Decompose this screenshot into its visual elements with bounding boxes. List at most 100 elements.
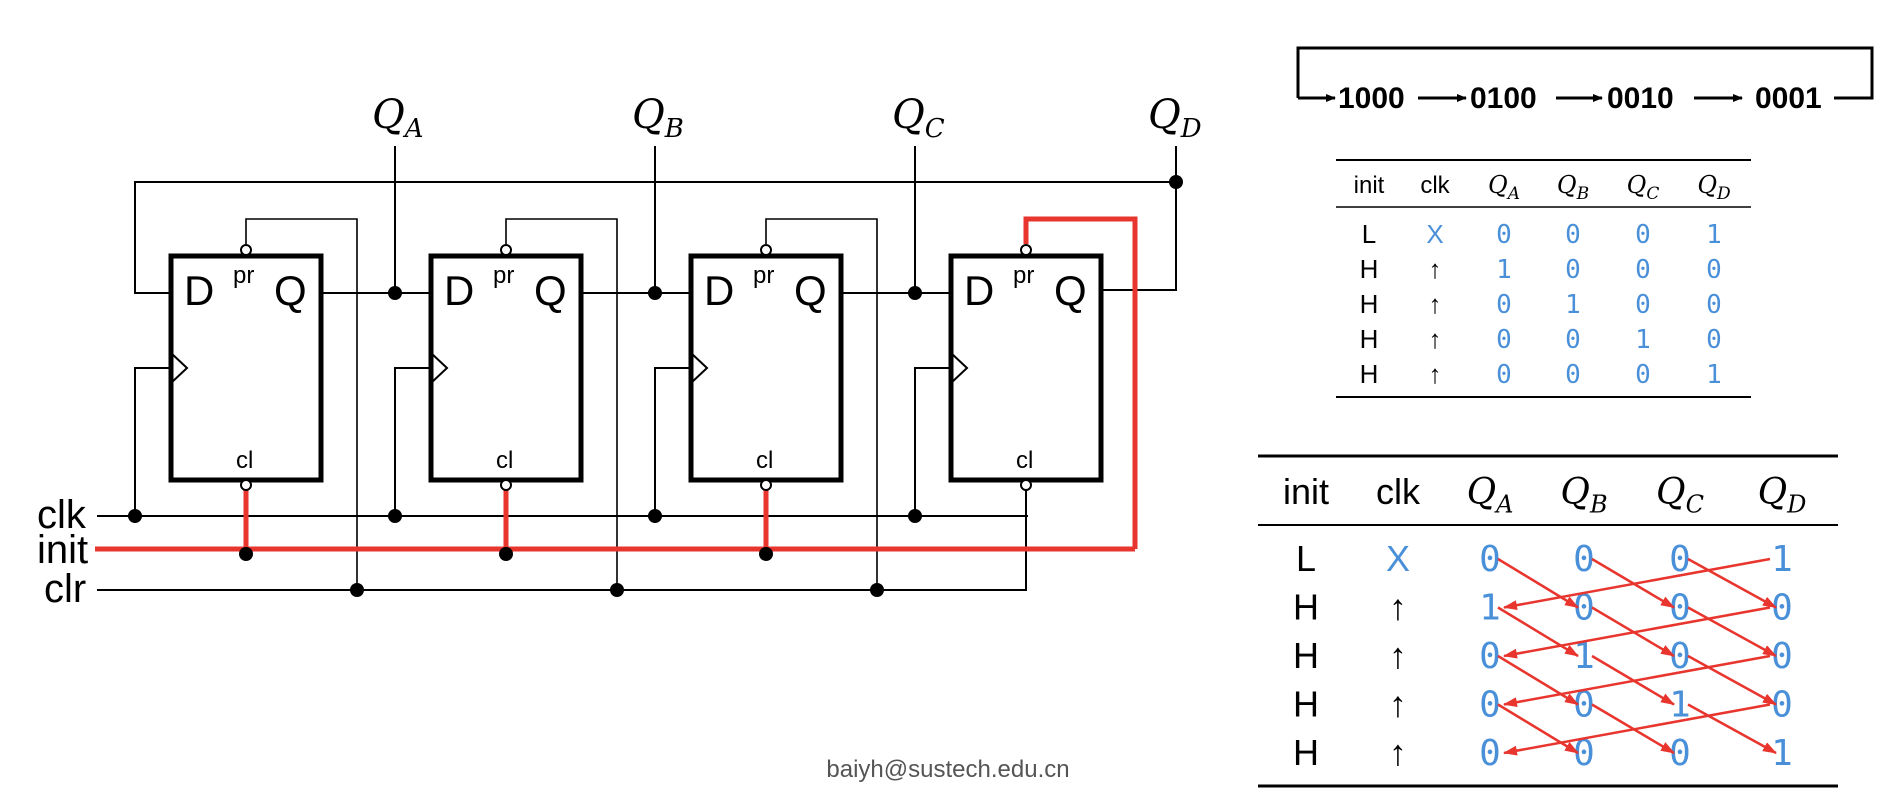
small-table-cell: 1 [1496,255,1512,285]
table-header-qd: QD [1697,171,1731,204]
shift-arrow [1497,606,1579,658]
footer-email: baiyh@sustech.edu.cn [826,756,1070,783]
small-table-cell: 0 [1496,220,1512,250]
shift-arrow [1687,654,1777,706]
small-table-cell: H [1360,359,1379,389]
flipflop-c [688,244,844,491]
small-table-cell: ↑ [1429,359,1442,389]
sequence-state-3: 0010 [1607,82,1674,115]
clk-wiring [97,367,1028,523]
small-table-cell: ↑ [1429,289,1442,319]
small-table-cell: 0 [1565,255,1581,285]
small-table-cell: H [1360,254,1379,284]
clr-label: clr [44,567,86,611]
table-header-qd: QD [1758,472,1807,518]
small-table-cell: 1 [1565,290,1581,320]
ff-a-q-label: Q [274,267,307,314]
large-table-cell: H [1293,635,1319,676]
small-table-cell: 0 [1496,325,1512,355]
stage-connections [321,286,951,300]
ff-c-cl-label: cl [756,447,773,474]
shift-arrow [1503,654,1771,708]
small-table-cell: 0 [1496,360,1512,390]
ff-d-q-label: Q [1054,267,1087,314]
ff-b-cl-label: cl [496,447,513,474]
large-table-cell: H [1293,684,1319,725]
output-label-qb: QB [632,92,684,144]
small-table-cell: 0 [1565,220,1581,250]
small-table-cell: 0 [1706,255,1722,285]
small-table-cell: 0 [1635,220,1651,250]
small-table-cell: 0 [1635,255,1651,285]
small-table-cell: 0 [1635,360,1651,390]
small-table-cell: 0 [1635,290,1651,320]
table-header-qc: QC [1656,472,1704,518]
small-table-cell: 0 [1706,325,1722,355]
ff-c-d-label: D [704,267,734,314]
sequence-state-1: 1000 [1338,82,1405,115]
sequence-state-4: 0001 [1755,82,1822,115]
small-table-cell: 1 [1635,325,1651,355]
table-header-clk: clk [1420,172,1450,199]
output-label-qd: QD [1148,92,1202,144]
flipflop-d [948,244,1104,491]
small-table-cell: 0 [1565,360,1581,390]
clr-wiring [97,489,1027,597]
shift-arrow [1503,606,1771,659]
flipflop-b [428,244,584,491]
shift-arrow [1503,557,1771,611]
table-header-qa: QA [1488,171,1520,204]
ff-a-pr-label: pr [233,262,254,289]
ff-b-q-label: Q [534,267,567,314]
large-table-cell: X [1386,538,1410,579]
small-table-cell: H [1360,289,1379,319]
small-table-cell: 0 [1496,290,1512,320]
small-table-cell: H [1360,324,1379,354]
init-label: init [37,528,88,572]
input-labels: clk init clr [37,493,88,611]
sequence-diagram: 1000 0100 0010 0001 [1296,46,1874,115]
small-table-cell: ↑ [1429,324,1442,354]
ff-d-d-label: D [964,267,994,314]
shift-arrow [1503,703,1771,756]
ff-b-d-label: D [444,267,474,314]
large-table-cell: ↑ [1389,732,1407,773]
large-table-cell: 0 [1669,539,1691,580]
large-table-cell: H [1293,587,1319,628]
output-labels: QA QB QC QD [372,92,1202,144]
small-table-cell: ↑ [1429,254,1442,284]
preset-wires [245,218,878,590]
large-table-cell: H [1293,732,1319,773]
large-table-cell: 1 [1771,539,1793,580]
large-table-cell: 0 [1479,685,1501,726]
shift-arrow [1687,606,1777,658]
clk-label: clk [37,493,87,537]
large-table-cell: 1 [1479,588,1501,629]
small-table-cell: X [1426,219,1443,249]
table-header-qa: QA [1467,472,1514,518]
init-junctions [239,547,773,561]
ff-a-cl-label: cl [236,447,253,474]
large-table-cell: L [1296,538,1316,579]
small-table-cell: 0 [1565,325,1581,355]
shift-arrows [1497,557,1777,756]
large-table-cell: ↑ [1389,587,1407,628]
table-header-init: init [1283,471,1329,512]
sequence-state-2: 0100 [1470,82,1537,115]
ff-d-pr-label: pr [1013,262,1034,289]
table-header-qc: QC [1627,171,1660,204]
ff-b-pr-label: pr [493,262,514,289]
flipflop-a [168,244,324,491]
shift-arrow [1687,703,1777,755]
small-table-cell: L [1362,219,1376,249]
table-header-clk: clk [1376,471,1421,512]
ff-a-d-label: D [184,267,214,314]
small-table-cell: 0 [1706,290,1722,320]
flipflop-labels: D Q pr cl D Q pr cl D Q pr cl D Q pr cl [184,262,1087,474]
shift-arrow [1497,557,1579,609]
ff-c-pr-label: pr [753,262,774,289]
shift-arrow [1497,703,1579,755]
